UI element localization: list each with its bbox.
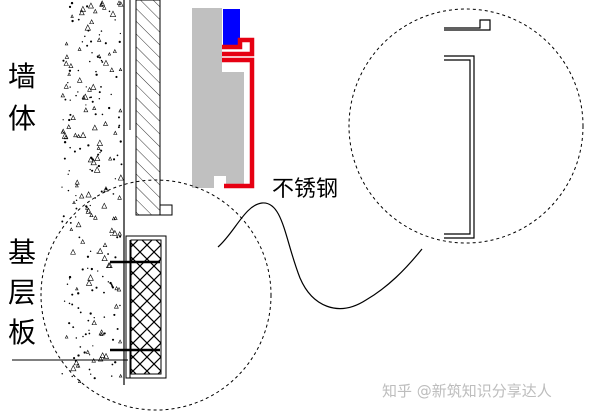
zoom-circle-left [40, 179, 272, 411]
wood-strip [129, 0, 173, 216]
base-board-label-3: 板 [8, 316, 36, 349]
detail-profile [444, 19, 491, 239]
wall-label-1: 墙 [8, 60, 36, 93]
blue-block [223, 9, 240, 45]
grey-panel [192, 8, 244, 188]
concrete-wall [60, 0, 125, 385]
base-board-label-1: 基 [8, 236, 36, 269]
base-board-label-2: 层 [8, 276, 36, 309]
wall-label-2: 体 [8, 102, 36, 135]
watermark: 知乎 @新筑知识分享达人 [382, 382, 552, 400]
leader-curve [217, 202, 423, 310]
stainless-steel-label: 不锈钢 [272, 177, 338, 202]
stainless-profile [222, 37, 255, 189]
concrete-texture [60, 0, 124, 383]
base-board [12, 235, 167, 379]
zoom-circle-detail [348, 8, 584, 244]
